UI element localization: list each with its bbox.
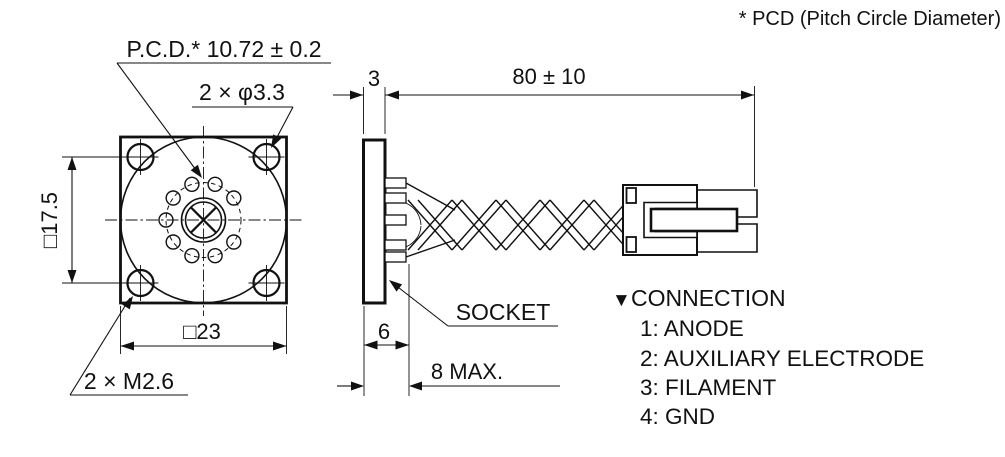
socket-pins [384, 177, 407, 263]
depth-dim-label: 6 [378, 319, 390, 344]
thickness-dim-label: 3 [368, 66, 380, 91]
terminal-top [696, 189, 758, 218]
pcd-label: P.C.D.* 10.72 ± 0.2 [126, 36, 321, 62]
terminal-bottom [696, 223, 758, 253]
cable-length-dim-label: 80 ± 10 [512, 64, 585, 89]
dim-height: □17.5 [37, 156, 137, 284]
pitch-circle [165, 182, 242, 258]
latch-tab-top [625, 187, 637, 204]
x-mark [190, 206, 217, 234]
side-view: 3 80 ± 10 SOCKET 6 [333, 64, 758, 396]
latch-tab-bottom [625, 236, 637, 253]
cable-connector [622, 184, 758, 256]
legend-item-gnd: 4: GND [640, 404, 715, 429]
dim-cable-length: 80 ± 10 [385, 64, 755, 187]
dim-depth: 6 [363, 264, 410, 396]
callout-holes: 2 × φ3.3 [192, 79, 294, 148]
max-depth-dim-label: 8 MAX. [431, 359, 503, 384]
connector-blade [649, 207, 739, 233]
legend-item-filament: 3: FILAMENT [640, 375, 777, 400]
dim-thickness: 3 [333, 66, 386, 134]
dim-width: □23 [120, 306, 287, 354]
callout-pcd: P.C.D.* 10.72 ± 0.2 [116, 36, 331, 178]
screw-label: 2 × M2.6 [84, 368, 174, 394]
pin-holes [158, 176, 242, 264]
width-dim-label: □23 [183, 319, 221, 344]
pcd-footnote: * PCD (Pitch Circle Diameter) [739, 8, 1001, 30]
legend-title: CONNECTION [631, 285, 786, 311]
hole-label: 2 × φ3.3 [199, 79, 285, 105]
mounting-holes [122, 139, 285, 301]
dim-max-depth: 8 MAX. [337, 359, 560, 391]
socket-plate [362, 138, 387, 305]
callout-socket: SOCKET [389, 280, 558, 327]
legend-item-auxiliary: 2: AUXILIARY ELECTRODE [640, 346, 924, 371]
legend-marker-icon: ▼ [612, 290, 631, 311]
front-view: □17.5 □23 P.C.D.* 10.72 ± 0.2 2 × φ3.3 2… [37, 36, 331, 396]
center-key [180, 197, 227, 243]
height-dim-label: □17.5 [37, 192, 62, 248]
braided-cable [405, 182, 626, 258]
callout-screws: 2 × M2.6 [69, 296, 188, 396]
connection-legend: ▼ CONNECTION 1: ANODE 2: AUXILIARY ELECT… [612, 285, 924, 429]
legend-item-anode: 1: ANODE [640, 316, 744, 341]
socket-label: SOCKET [456, 299, 551, 325]
